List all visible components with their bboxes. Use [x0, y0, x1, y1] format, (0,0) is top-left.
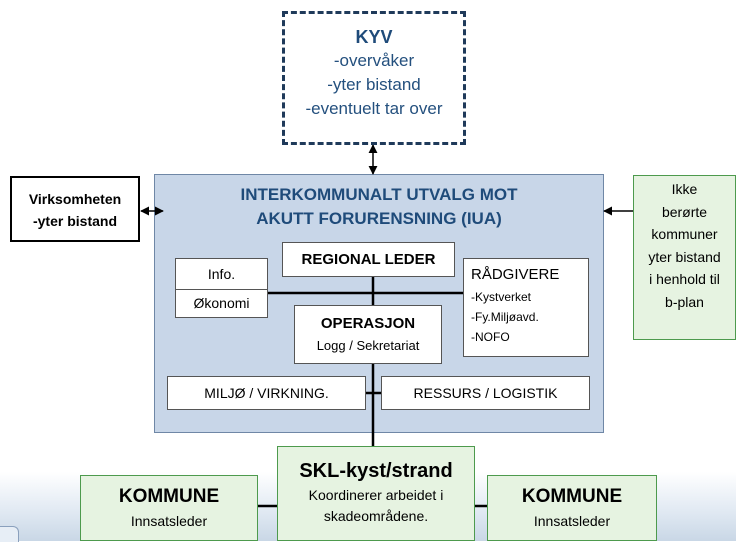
skl-line-2: skadeområdene. — [323, 508, 429, 524]
kommune-left-box: KOMMUNE Innsatsleder — [80, 475, 258, 541]
miljo-box: MILJØ / VIRKNING. — [167, 376, 366, 410]
operasjon-subtitle: Logg / Sekretariat — [316, 338, 420, 353]
kyv-box: KYV -overvåker -yter bistand -eventuelt … — [282, 11, 466, 145]
regional-leder-box: REGIONAL LEDER — [282, 242, 455, 277]
skl-line-1: Koordinerer arbeidet i — [308, 487, 444, 503]
kyv-line-3: -eventuelt tar over — [305, 99, 443, 118]
kommune-right-title: KOMMUNE — [521, 486, 623, 507]
kyv-line-2: -yter bistand — [327, 75, 421, 94]
radgivere-box: RÅDGIVERE -Kystverket -Fy.Miljøavd. -NOF… — [463, 258, 589, 357]
info-label: Info. — [207, 266, 236, 282]
iua-title: INTERKOMMUNALT UTVALG MOT AKUTT FORURENS… — [154, 183, 604, 231]
ressurs-box: RESSURS / LOGISTIK — [381, 376, 590, 410]
virksomheten-line-2: -yter bistand — [32, 213, 117, 229]
ikke-line-4: yter bistand — [648, 248, 721, 265]
ikke-line-6: b-plan — [665, 293, 704, 310]
kommune-left-subtitle: Innsatsleder — [130, 513, 208, 529]
kommune-right-subtitle: Innsatsleder — [533, 513, 611, 529]
skl-title: SKL-kyst/strand — [299, 460, 453, 482]
kyv-line-1: -overvåker — [333, 51, 415, 70]
radgivere-item-1: -Kystverket — [471, 290, 532, 304]
ikke-line-1: Ikke — [671, 181, 698, 197]
skl-box: SKL-kyst/strand Koordinerer arbeidet i s… — [277, 446, 475, 541]
virksomheten-box: Virksomheten -yter bistand — [10, 176, 140, 242]
kyv-title: KYV — [355, 27, 393, 47]
info-divider — [176, 289, 267, 290]
virksomheten-line-1: Virksomheten — [28, 191, 122, 207]
info-okonomi-box: Info. Økonomi — [175, 258, 268, 318]
iua-title-line-2: AKUTT FORURENSNING (IUA) — [256, 209, 502, 228]
ikke-line-5: i henhold til — [649, 271, 720, 287]
ikke-berorte-box: Ikke berørte kommuner yter bistand i hen… — [633, 175, 736, 340]
radgivere-title: RÅDGIVERE — [471, 266, 560, 283]
kommune-right-box: KOMMUNE Innsatsleder — [487, 475, 657, 541]
radgivere-item-2: -Fy.Miljøavd. — [471, 310, 539, 324]
operasjon-title: OPERASJON — [320, 315, 416, 332]
operasjon-box: OPERASJON Logg / Sekretariat — [294, 305, 442, 364]
ikke-line-2: berørte — [661, 203, 708, 220]
okonomi-label: Økonomi — [193, 295, 250, 311]
iua-title-line-1: INTERKOMMUNALT UTVALG MOT — [240, 185, 518, 204]
radgivere-item-3: -NOFO — [471, 330, 510, 344]
ikke-line-3: kommuner — [651, 226, 718, 242]
logo-icon — [0, 526, 19, 542]
kommune-left-title: KOMMUNE — [118, 486, 220, 507]
